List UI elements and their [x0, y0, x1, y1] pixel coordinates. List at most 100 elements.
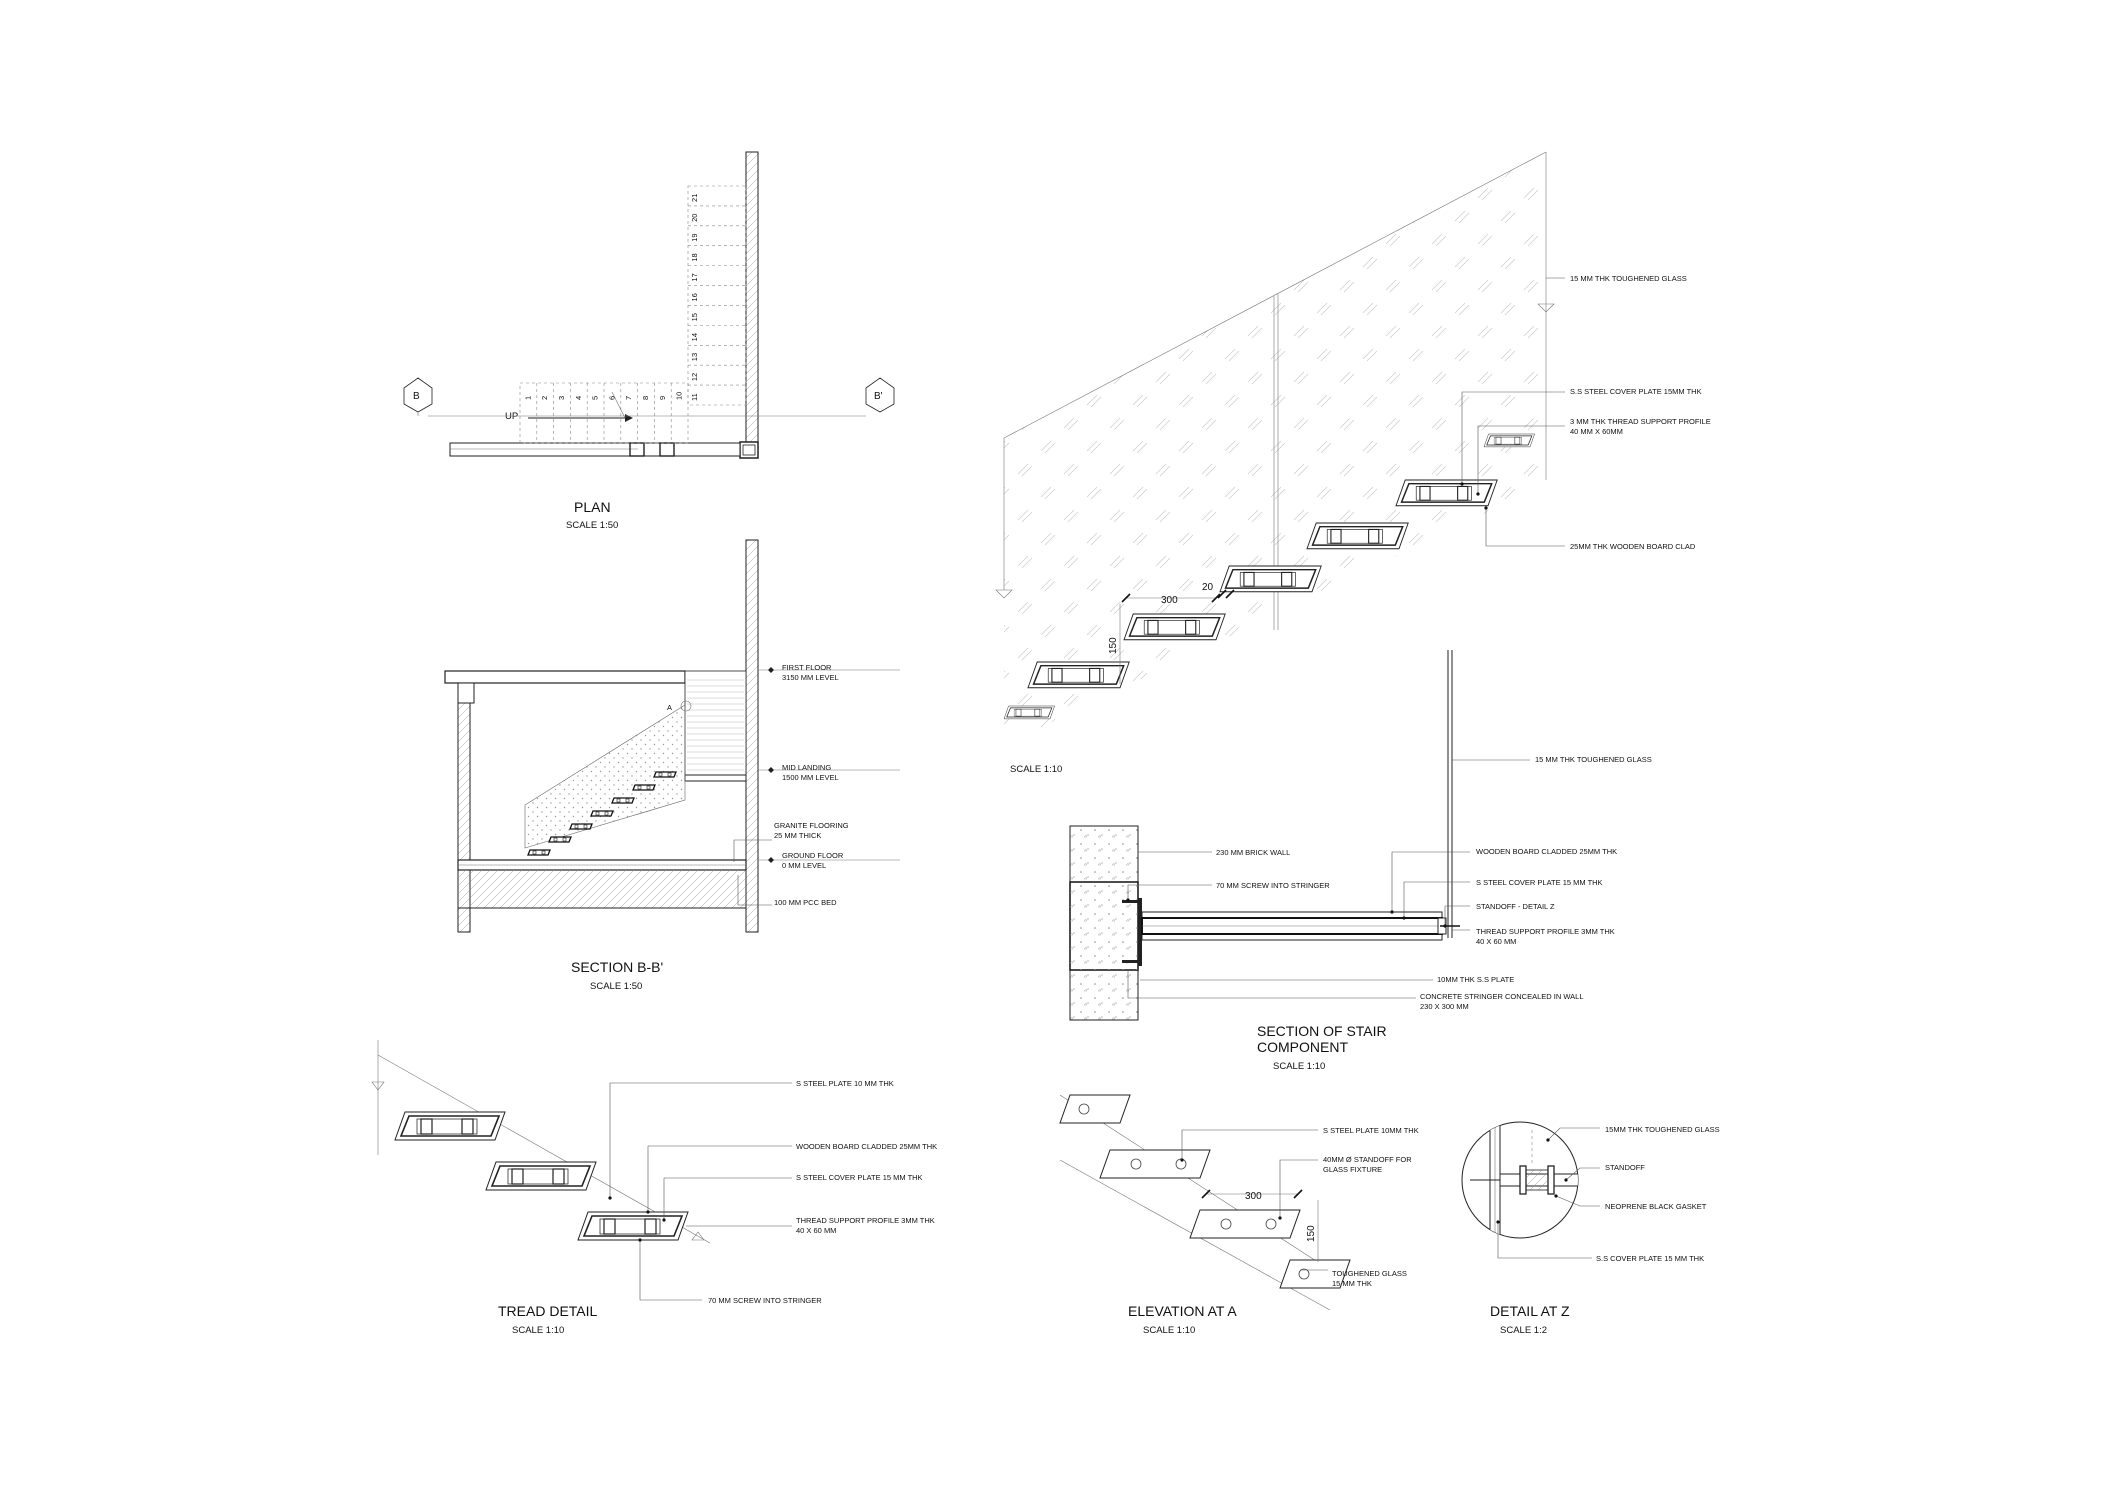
- plan-wall-right: [745, 151, 759, 456]
- stair-component-title-line1: SECTION OF STAIR: [1257, 1023, 1387, 1039]
- section-note-line2: 0 MM LEVEL: [782, 861, 826, 870]
- elevation-dim-riser: 150: [1108, 637, 1119, 654]
- component-note: STANDOFF - DETAIL Z: [1476, 902, 1555, 911]
- elevation-note-cover-plate: S.S STEEL COVER PLATE 15MM THK: [1570, 387, 1702, 396]
- elevation-dim-gap: 20: [1202, 582, 1214, 593]
- elevation-tread-partial: [1003, 705, 1055, 720]
- section-mark-b-prime-label: B': [874, 391, 883, 402]
- plan-step-number: 10: [675, 392, 684, 400]
- elevation-a-scale: SCALE 1:10: [1143, 1325, 1195, 1336]
- tread-detail-title: TREAD DETAIL: [498, 1303, 598, 1319]
- plan-title: PLAN: [574, 499, 611, 515]
- plan-step-number: 15: [690, 313, 699, 321]
- elevation-tread: [1219, 565, 1322, 593]
- component-note: 15 MM THK TOUGHENED GLASS: [1535, 755, 1652, 764]
- plan-step-number: 20: [690, 214, 699, 222]
- tread-detail-note: THREAD SUPPORT PROFILE 3MM THK: [796, 1216, 935, 1225]
- plan-up-label: UP: [505, 411, 518, 422]
- tread-detail-tread: [485, 1161, 597, 1191]
- elevation-note-board: 25MM THK WOODEN BOARD CLAD: [1570, 542, 1696, 551]
- plan-step-number: 1: [523, 396, 532, 400]
- section-step: [590, 810, 614, 817]
- section-note: GROUND FLOOR: [782, 851, 844, 860]
- plan-step-number: 4: [574, 396, 583, 400]
- tread-detail-note: WOODEN BOARD CLADDED 25MM THK: [796, 1142, 937, 1151]
- section-step: [569, 823, 593, 830]
- elevation-a-note-line2: GLASS FIXTURE: [1323, 1165, 1382, 1174]
- component-note-line2: 40 X 60 MM: [1476, 937, 1516, 946]
- section-mark-b-label: B: [413, 391, 420, 402]
- plan-step-number: 14: [690, 333, 699, 341]
- section-note: MID LANDING: [782, 763, 831, 772]
- plan-scale: SCALE 1:50: [566, 520, 618, 531]
- elevation-a-plate: [1279, 1259, 1351, 1289]
- elevation-a-plate: [1099, 1149, 1211, 1179]
- section-step: [548, 836, 572, 843]
- elevation-tread: [1306, 522, 1409, 550]
- plan-step-number: 2: [540, 396, 549, 400]
- mid-landing: [684, 670, 747, 782]
- tread-detail-scale: SCALE 1:10: [512, 1325, 564, 1336]
- elevation-tread-partial: [1483, 433, 1535, 448]
- stair-component-scale: SCALE 1:10: [1273, 1061, 1325, 1072]
- component-note: 10MM THK S.S PLATE: [1437, 975, 1514, 984]
- plan-step-number: 5: [591, 396, 600, 400]
- elevation-tread: [1027, 661, 1130, 689]
- elevation-tread: [1123, 613, 1226, 641]
- component-note: WOODEN BOARD CLADDED 25MM THK: [1476, 847, 1617, 856]
- elevation-tread: [1395, 479, 1498, 507]
- section-step: [611, 797, 635, 804]
- tread-detail-note: 70 MM SCREW INTO STRINGER: [708, 1296, 822, 1305]
- component-note: S STEEL COVER PLATE 15 MM THK: [1476, 878, 1603, 887]
- elevation-glass-panel: [1004, 152, 1546, 745]
- section-note-line2: 1500 MM LEVEL: [782, 773, 839, 782]
- detail-z-note: NEOPRENE BLACK GASKET: [1605, 1202, 1707, 1211]
- section-bb-title: SECTION B-B': [571, 959, 663, 975]
- tread-detail-note: S STEEL COVER PLATE 15 MM THK: [796, 1173, 923, 1182]
- plan-step-number: 12: [690, 373, 699, 381]
- tread-detail-note-line2: 40 X 60 MM: [796, 1226, 836, 1235]
- first-floor-slab: [444, 670, 686, 684]
- detail-z-scale: SCALE 1:2: [1500, 1325, 1547, 1336]
- plan-step-number: 18: [690, 253, 699, 261]
- stair-elevation-view: 300 20 150 15 MM THK TOUGHENED GLASSS.S …: [995, 151, 1711, 775]
- detail-z-note: STANDOFF: [1605, 1163, 1645, 1172]
- section-bb-scale: SCALE 1:50: [590, 981, 642, 992]
- section-mark-b-prime: B': [865, 377, 895, 413]
- plan-wall-bottom: [449, 442, 741, 457]
- section-note-line2: 3150 MM LEVEL: [782, 673, 839, 682]
- elevation-a-dim-riser: 150: [1306, 1225, 1317, 1242]
- detail-at-z-view: 15MM THK TOUGHENED GLASSSTANDOFFNEOPRENE…: [1461, 1121, 1720, 1336]
- section-step: [527, 849, 551, 856]
- elevation-a-note: S STEEL PLATE 10MM THK: [1323, 1126, 1419, 1135]
- component-note-line2: 230 X 300 MM: [1420, 1002, 1469, 1011]
- section-mark-b: B: [403, 377, 433, 416]
- plan-step-number: 3: [557, 396, 566, 400]
- tread-detail-tread: [394, 1111, 506, 1141]
- elevation-a-plate: [1059, 1094, 1131, 1124]
- elevation-a-note-line2: 15 MM THK: [1332, 1279, 1372, 1288]
- plan-step-number: 8: [641, 396, 650, 400]
- elevation-a-title: ELEVATION AT A: [1128, 1303, 1237, 1319]
- section-glass-balustrade: [524, 704, 686, 849]
- component-note: CONCRETE STRINGER CONCEALED IN WALL: [1420, 992, 1584, 1001]
- plan-step-number: 13: [690, 353, 699, 361]
- section-note-line2: 25 MM THICK: [774, 831, 821, 840]
- section-note: 100 MM PCC BED: [774, 898, 837, 907]
- plan-step-number: 7: [624, 396, 633, 400]
- detail-z-note: S.S COVER PLATE 15 MM THK: [1596, 1254, 1704, 1263]
- elevation-a-note: 40MM Ø STANDOFF FOR: [1323, 1155, 1412, 1164]
- plan-step-number: 9: [658, 396, 667, 400]
- section-note: FIRST FLOOR: [782, 663, 832, 672]
- plan-lower-flight: 1 2 3 4 5 6 7 8 9 10 UP: [505, 382, 689, 444]
- component-note: THREAD SUPPORT PROFILE 3MM THK: [1476, 927, 1615, 936]
- plan-step-number: 19: [690, 233, 699, 241]
- plan-step-number: 6: [607, 396, 616, 400]
- stair-component-title-line2: COMPONENT: [1257, 1039, 1348, 1055]
- stair-elevation-scale: SCALE 1:10: [1010, 764, 1062, 775]
- detail-z-title: DETAIL AT Z: [1490, 1303, 1570, 1319]
